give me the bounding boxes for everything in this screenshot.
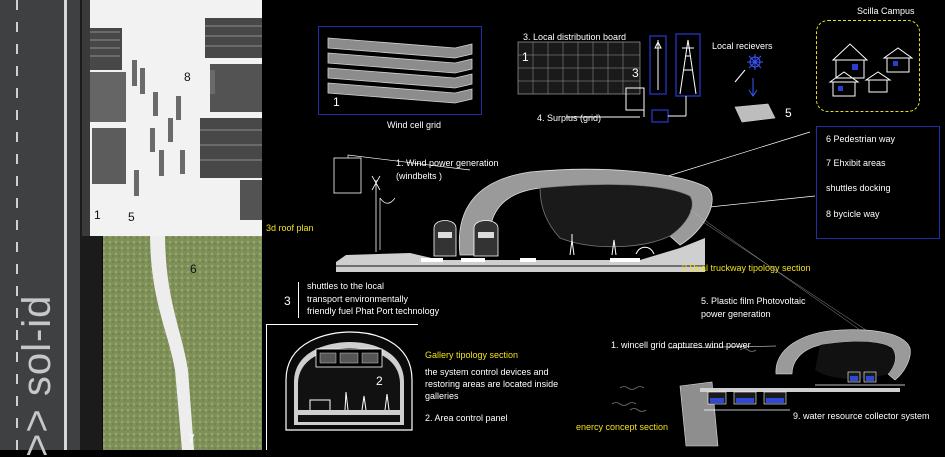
shuttles-bracket: [298, 282, 307, 318]
legend-item-bicycle: 8 bycicle way: [826, 209, 880, 219]
energy-concept-label: enercy concept section: [576, 422, 669, 432]
surplus-label: 4. Surplus (grid): [537, 113, 602, 123]
wind-cell-box: [318, 26, 482, 115]
distribution-number-5: 5: [785, 106, 792, 120]
shuttles-line2: transport environmentally: [307, 294, 409, 304]
plan-number-1: 1: [94, 208, 101, 222]
dual-section-label: 2 Dual truckway tipology section: [682, 263, 811, 273]
energy-water: 9. water resource collector system: [793, 411, 930, 421]
distribution-number-1: 1: [522, 50, 529, 64]
receivers-label: Local recievers: [712, 41, 773, 51]
plan-number-8: 8: [184, 70, 191, 84]
campus-title: Scilla Campus: [857, 6, 915, 16]
gallery-line3: galleries: [425, 391, 459, 401]
plan-number-7: 7: [188, 432, 195, 446]
wind-cell-number: 1: [333, 95, 340, 109]
wind-cell-title: Wind cell grid: [387, 120, 442, 130]
gallery-line1: the system control devices and: [425, 367, 549, 377]
roof-plan-label: 3d roof plan: [266, 223, 314, 233]
gallery-panel: 2. Area control panel: [425, 413, 508, 423]
legend-box: [816, 126, 940, 239]
energy-wincell: 1. wincell grid captures wind power: [611, 340, 751, 350]
shuttles-line1: shuttles to the local: [307, 281, 385, 291]
distribution-number-3: 3: [632, 66, 639, 80]
gallery-number: 2: [376, 374, 383, 388]
plan-number-5: 5: [128, 210, 135, 224]
pv-line2: power generation: [701, 309, 771, 319]
gallery-frame: [266, 324, 418, 450]
wind-gen-line2: (windbelts ): [396, 171, 443, 181]
gallery-title: Gallery tipology section: [425, 350, 519, 360]
gallery-line2: restoring areas are located inside: [425, 379, 559, 389]
campus-box: [816, 20, 920, 112]
plan-number-6: 6: [190, 262, 197, 276]
road: [0, 0, 80, 450]
legend-item-pedestrian: 6 Pedestrian way: [826, 134, 896, 144]
site-plan-svg: [82, 0, 262, 450]
legend-item-exhibit: 7 Ehxibit areas: [826, 158, 886, 168]
legend-item-shuttles: shuttles docking: [826, 183, 891, 193]
shuttles-line3: friendly fuel Phat Port technology: [307, 306, 440, 316]
shuttles-number: 3: [284, 294, 291, 308]
pv-line1: 5. Plastic film Photovoltaic: [701, 296, 806, 306]
wind-gen-line1: 1. Wind power generation: [396, 158, 499, 168]
distribution-title: 3. Local distribution board: [523, 32, 627, 42]
